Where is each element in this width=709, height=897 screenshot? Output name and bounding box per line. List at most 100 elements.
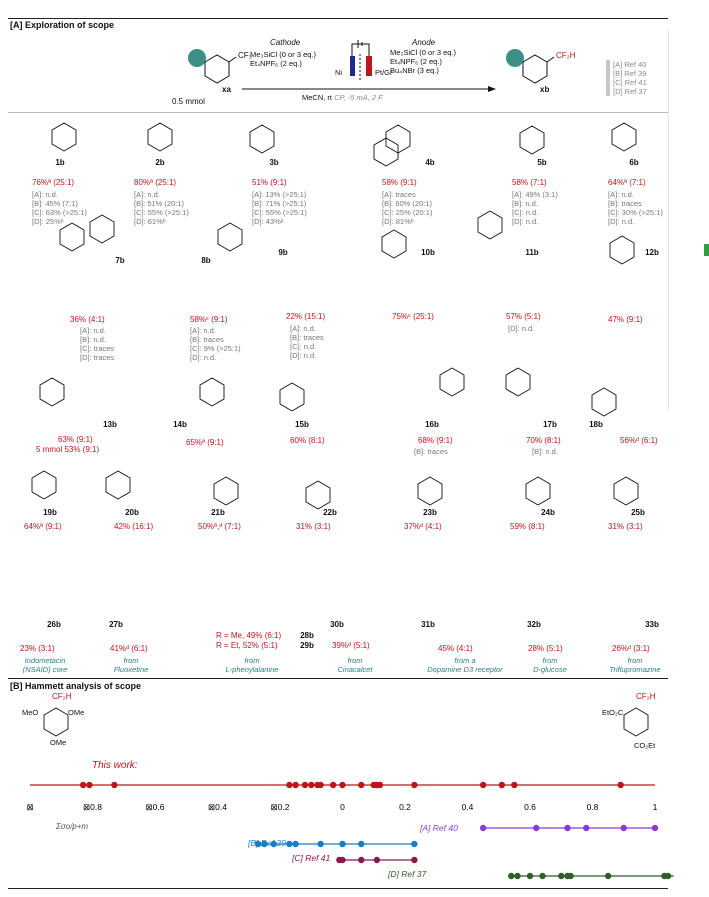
compound-9b-yield: 22% (15:1) [286,312,326,321]
compound-20b-label: 20b [125,508,139,517]
compound-33b-yield: 26%ᵈ (3:1) [612,644,650,653]
tick-label: ⊠ [26,802,33,812]
side-tab[interactable] [704,244,709,256]
data-point [339,856,346,864]
compound-7b-comparison: [A]: n.d. [B]: n.d. [C]: traces [D]: tra… [80,326,115,362]
compound-3b-comparison: [A]: 13% (>25:1) [B]: 71% (>25:1) [C]: 5… [252,190,307,226]
compound-4b-comparison: [A]: traces [B]: 60% (20:1) [C]: 25% (20… [382,190,433,226]
anode-reagent-2: Et₄NPF₆ (2 eq.) [390,57,442,66]
data-point [376,781,384,789]
compound-16b-comparison: [B]: traces [414,447,448,456]
compound-9b-label: 9b [278,248,288,257]
hammett-right-structure [623,707,649,737]
compound-26b-yield: 23% (3:1) [20,644,55,653]
data-point [479,781,487,789]
data-point [286,781,293,789]
data-point [664,872,672,880]
compound-1b-yield: 76%ª (25:1) [32,178,75,187]
compound-3b-label: 3b [269,158,279,167]
ref-legend-b: [B] Ref 39 [613,69,647,78]
data-point [533,824,540,832]
compound-27b-label: 27b [109,620,123,629]
compound-20b-yield: 42% (16:1) [114,522,154,531]
compound-31b-label: 31b [421,620,435,629]
compound-22b-label: 22b [323,508,337,517]
anode-reagents: Me₃SiCl (0 or 3 eq.) Et₄NPF₆ (2 eq.) Bu₄… [390,48,456,75]
cathode-reagent-1: Me₃SiCl (0 or 3 eq.) [250,50,316,59]
compound-19b-yield: 64%ª (9:1) [24,522,62,531]
ni-label: Ni [335,68,343,77]
sm-group: CF₃ [238,51,252,60]
compound-13b-yield: 63% (9:1) [58,435,93,444]
data-point [604,872,612,880]
compound-30b-label: 30b [330,620,344,629]
data-point [254,840,262,848]
anode-reagent-3: Bu₄NBr (3 eq.) [390,66,439,75]
hammett-left-cf2h: CF₂H [52,692,72,701]
tick-label: 0.6 [524,802,536,812]
compound-18b-label: 18b [589,420,603,429]
data-point [558,872,565,880]
compound-33b-label: 33b [645,620,659,629]
structures-layer [31,122,639,510]
compound-29b-label: 29b [300,641,314,650]
hammett-left-ome-bottom: OMe [50,738,67,747]
data-point [564,824,571,832]
ref-b-label: [B] Ref 39 [248,838,286,848]
compound-32b-yield: 28% (5:1) [528,644,563,653]
sigma-axis-label: Σσo/p+m [56,822,89,831]
compound-11b-label: 11b [525,248,539,257]
sm-amount: 0.5 mmol [172,97,205,106]
ref-legend: [A] Ref 40[B] Ref 39[C] Ref 41[D] Ref 37 [606,60,647,96]
hammett-right-ester2: CO₂Et [634,741,656,750]
compound-10b-label: 10b [421,248,435,257]
compound-1b-label: 1b [55,158,65,167]
side-panel [668,30,709,410]
compound-8b-label: 8b [201,256,211,265]
compound-31b-source: from a Dopamine D3 receptor [427,656,503,674]
compound-12b-yield: 47% (9:1) [608,315,643,324]
compound-11b-yield: 57% (5:1) [506,312,541,321]
compound-28b-yield: R = Me, 49% (6:1) [216,631,282,640]
compound-17b-yield: 70% (8:1) [526,436,561,445]
compound-27b-yield: 41%ᵈ (6:1) [110,644,148,653]
compound-7b-yield: 36% (4:1) [70,315,105,324]
data-point [292,781,299,789]
data-point [479,824,487,832]
tick-label: 0 [340,802,345,812]
ref-a-label: [A] Ref 40 [420,823,458,833]
compound-15b-label: 15b [295,420,309,429]
ref-legend-c: [C] Ref 41 [613,78,647,87]
this-work-label: This work: [92,760,138,771]
compound-25b-label: 25b [631,508,645,517]
compound-12b-label: 12b [645,248,659,257]
data-point [308,781,315,789]
data-point [317,840,324,848]
data-point [617,781,624,789]
data-point [86,781,93,789]
compound-3b-yield: 51% (9:1) [252,178,287,187]
data-point [79,781,87,789]
compound-11b-comparison: [D]: n.d. [508,324,535,333]
data-point [539,872,546,880]
compound-17b-comparison: [B]: n.d. [532,447,558,456]
compound-19b-label: 19b [43,508,57,517]
data-point [339,781,346,789]
data-point [511,781,518,789]
data-point [301,781,309,789]
data-point [358,781,365,789]
compound-5b-comparison: [A]: 49% (3:1) [B]: n.d. [C]: n.d. [D]: … [512,190,558,226]
data-point [411,856,418,864]
compound-24b-label: 24b [541,508,555,517]
ref-legend-d: [D] Ref 37 [613,87,647,96]
data-point [317,781,324,789]
sm-label: xa [222,85,231,94]
compound-18b-yield: 56%ᵈ (6:1) [620,436,658,445]
compound-24b-yield: 59% (8:1) [510,522,545,531]
compound-28b-source: from L-phenylalanine [225,656,279,674]
compound-21b-yield: 50%ª,ᵈ (7:1) [198,522,241,531]
compound-8b-comparison: [A]: n.d. [B]: traces [C]: 9% (>25:1) [D… [190,326,241,362]
hammett-left-meo: MeO [22,708,39,717]
data-point [583,824,590,832]
